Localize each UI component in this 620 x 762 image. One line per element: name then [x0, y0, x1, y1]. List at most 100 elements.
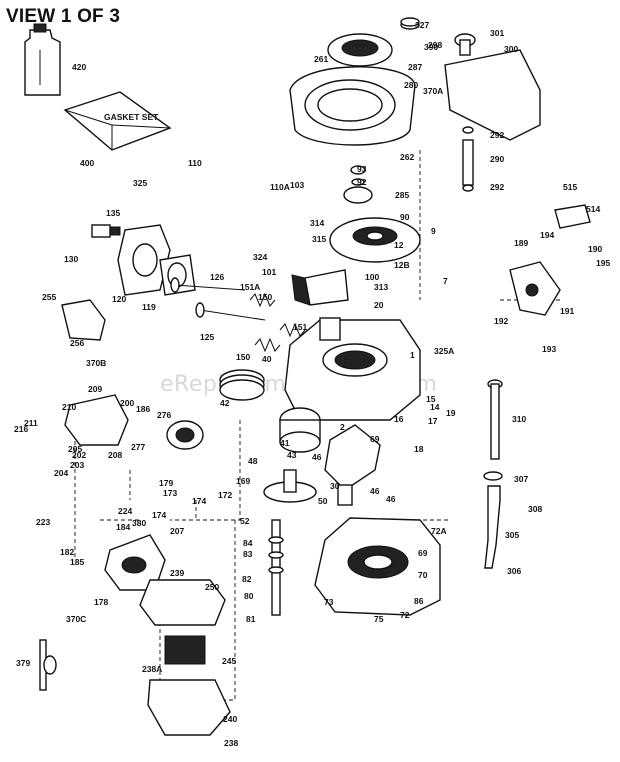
part-label: 261	[314, 54, 328, 64]
part-label: 390	[424, 42, 438, 52]
part-label: 370C	[66, 614, 86, 624]
part-label: 42	[220, 398, 230, 408]
part-label: 287	[408, 62, 422, 72]
part-label: 20	[374, 300, 384, 310]
part-label: 50	[318, 496, 328, 506]
part-label: 151	[293, 322, 307, 332]
part-label: 239	[170, 568, 184, 578]
dipstick-tube-icon	[483, 471, 503, 569]
part-label: 14	[430, 402, 440, 412]
part-label: 290	[490, 154, 504, 164]
air-filter-icon	[164, 635, 206, 665]
part-label: 306	[507, 566, 521, 576]
part-label: 83	[243, 549, 253, 559]
part-label: 292	[490, 182, 504, 192]
part-label: 103	[290, 180, 304, 190]
part-label: 110	[188, 158, 202, 168]
part-label: 100	[365, 272, 379, 282]
part-label: 125	[200, 332, 214, 342]
part-label: 12	[394, 240, 404, 250]
part-label: 19	[446, 408, 456, 418]
part-label: 16	[394, 414, 404, 424]
piston-icon	[279, 407, 321, 453]
cylinder-block-icon	[284, 317, 421, 421]
part-label: 92	[357, 177, 367, 187]
part-label: 327	[415, 20, 429, 30]
part-label: 179	[159, 478, 173, 488]
valve-icon	[170, 277, 266, 321]
part-label: 250	[205, 582, 219, 592]
piston-rings-icon	[219, 369, 265, 401]
part-label: 119	[142, 302, 156, 312]
part-label: 300	[504, 44, 518, 54]
part-label: 174	[192, 496, 206, 506]
part-label: 80	[244, 591, 254, 601]
part-label: 185	[70, 557, 84, 567]
part-label: 515	[563, 182, 577, 192]
air-filter-base-icon	[147, 679, 231, 736]
part-label: 172	[218, 490, 232, 500]
part-label: 186	[136, 404, 150, 414]
part-label: 18	[414, 444, 424, 454]
dipstick-icon	[487, 379, 503, 460]
part-label: 93	[357, 164, 367, 174]
camshaft-gear-icon	[263, 469, 317, 503]
part-label: 73	[324, 597, 334, 607]
part-label: 72A	[431, 526, 447, 536]
starter-cup-icon	[343, 165, 373, 204]
part-label: 240	[223, 714, 237, 724]
part-label: 150	[236, 352, 250, 362]
part-label: 315	[312, 234, 326, 244]
part-label: 150	[258, 292, 272, 302]
part-label: 17	[428, 416, 438, 426]
part-label: 135	[106, 208, 120, 218]
shroud-icon	[61, 299, 106, 341]
part-label: 190	[588, 244, 602, 254]
plate-icon	[554, 204, 591, 229]
part-label: 310	[512, 414, 526, 424]
part-label: 2	[340, 422, 345, 432]
part-label: 325A	[434, 346, 454, 356]
part-label: 305	[505, 530, 519, 540]
part-label: 224	[118, 506, 132, 516]
part-label: 277	[131, 442, 145, 452]
part-label: 301	[490, 28, 504, 38]
air-filter-cover-icon	[139, 579, 226, 626]
part-label: 276	[157, 410, 171, 420]
part-label: 238	[224, 738, 238, 748]
fuel-line-icon	[462, 126, 474, 192]
part-label: 370A	[423, 86, 443, 96]
part-label: 223	[36, 517, 50, 527]
part-label: 193	[542, 344, 556, 354]
part-label: 41	[280, 438, 290, 448]
part-label: 207	[170, 526, 184, 536]
part-label: 43	[287, 450, 297, 460]
part-label: 15	[426, 394, 436, 404]
valve-spring-icon	[249, 292, 306, 353]
part-label: 379	[16, 658, 30, 668]
part-label: 292	[490, 130, 504, 140]
flywheel-icon	[329, 217, 421, 263]
part-label: 256	[70, 338, 84, 348]
part-label: 40	[262, 354, 272, 364]
part-label: 52	[240, 516, 250, 526]
part-label: 313	[374, 282, 388, 292]
part-label: 205	[68, 444, 82, 454]
part-label: 90	[400, 212, 410, 222]
part-label: 298	[428, 40, 442, 50]
part-label: 285	[395, 190, 409, 200]
part-label: 204	[54, 468, 68, 478]
part-label: 173	[163, 488, 177, 498]
part-label: 12B	[394, 260, 410, 270]
part-label: 209	[88, 384, 102, 394]
part-label: 174	[152, 510, 166, 520]
part-label: 380	[132, 518, 146, 528]
fuel-tank-icon	[444, 33, 541, 141]
part-label: 70	[418, 570, 428, 580]
part-label: 324	[253, 252, 267, 262]
part-label: 195	[596, 258, 610, 268]
gasket-set-icon: GASKET SET	[63, 91, 172, 151]
part-label: 208	[108, 450, 122, 460]
part-label: 420	[72, 62, 86, 72]
part-label: 262	[400, 152, 414, 162]
